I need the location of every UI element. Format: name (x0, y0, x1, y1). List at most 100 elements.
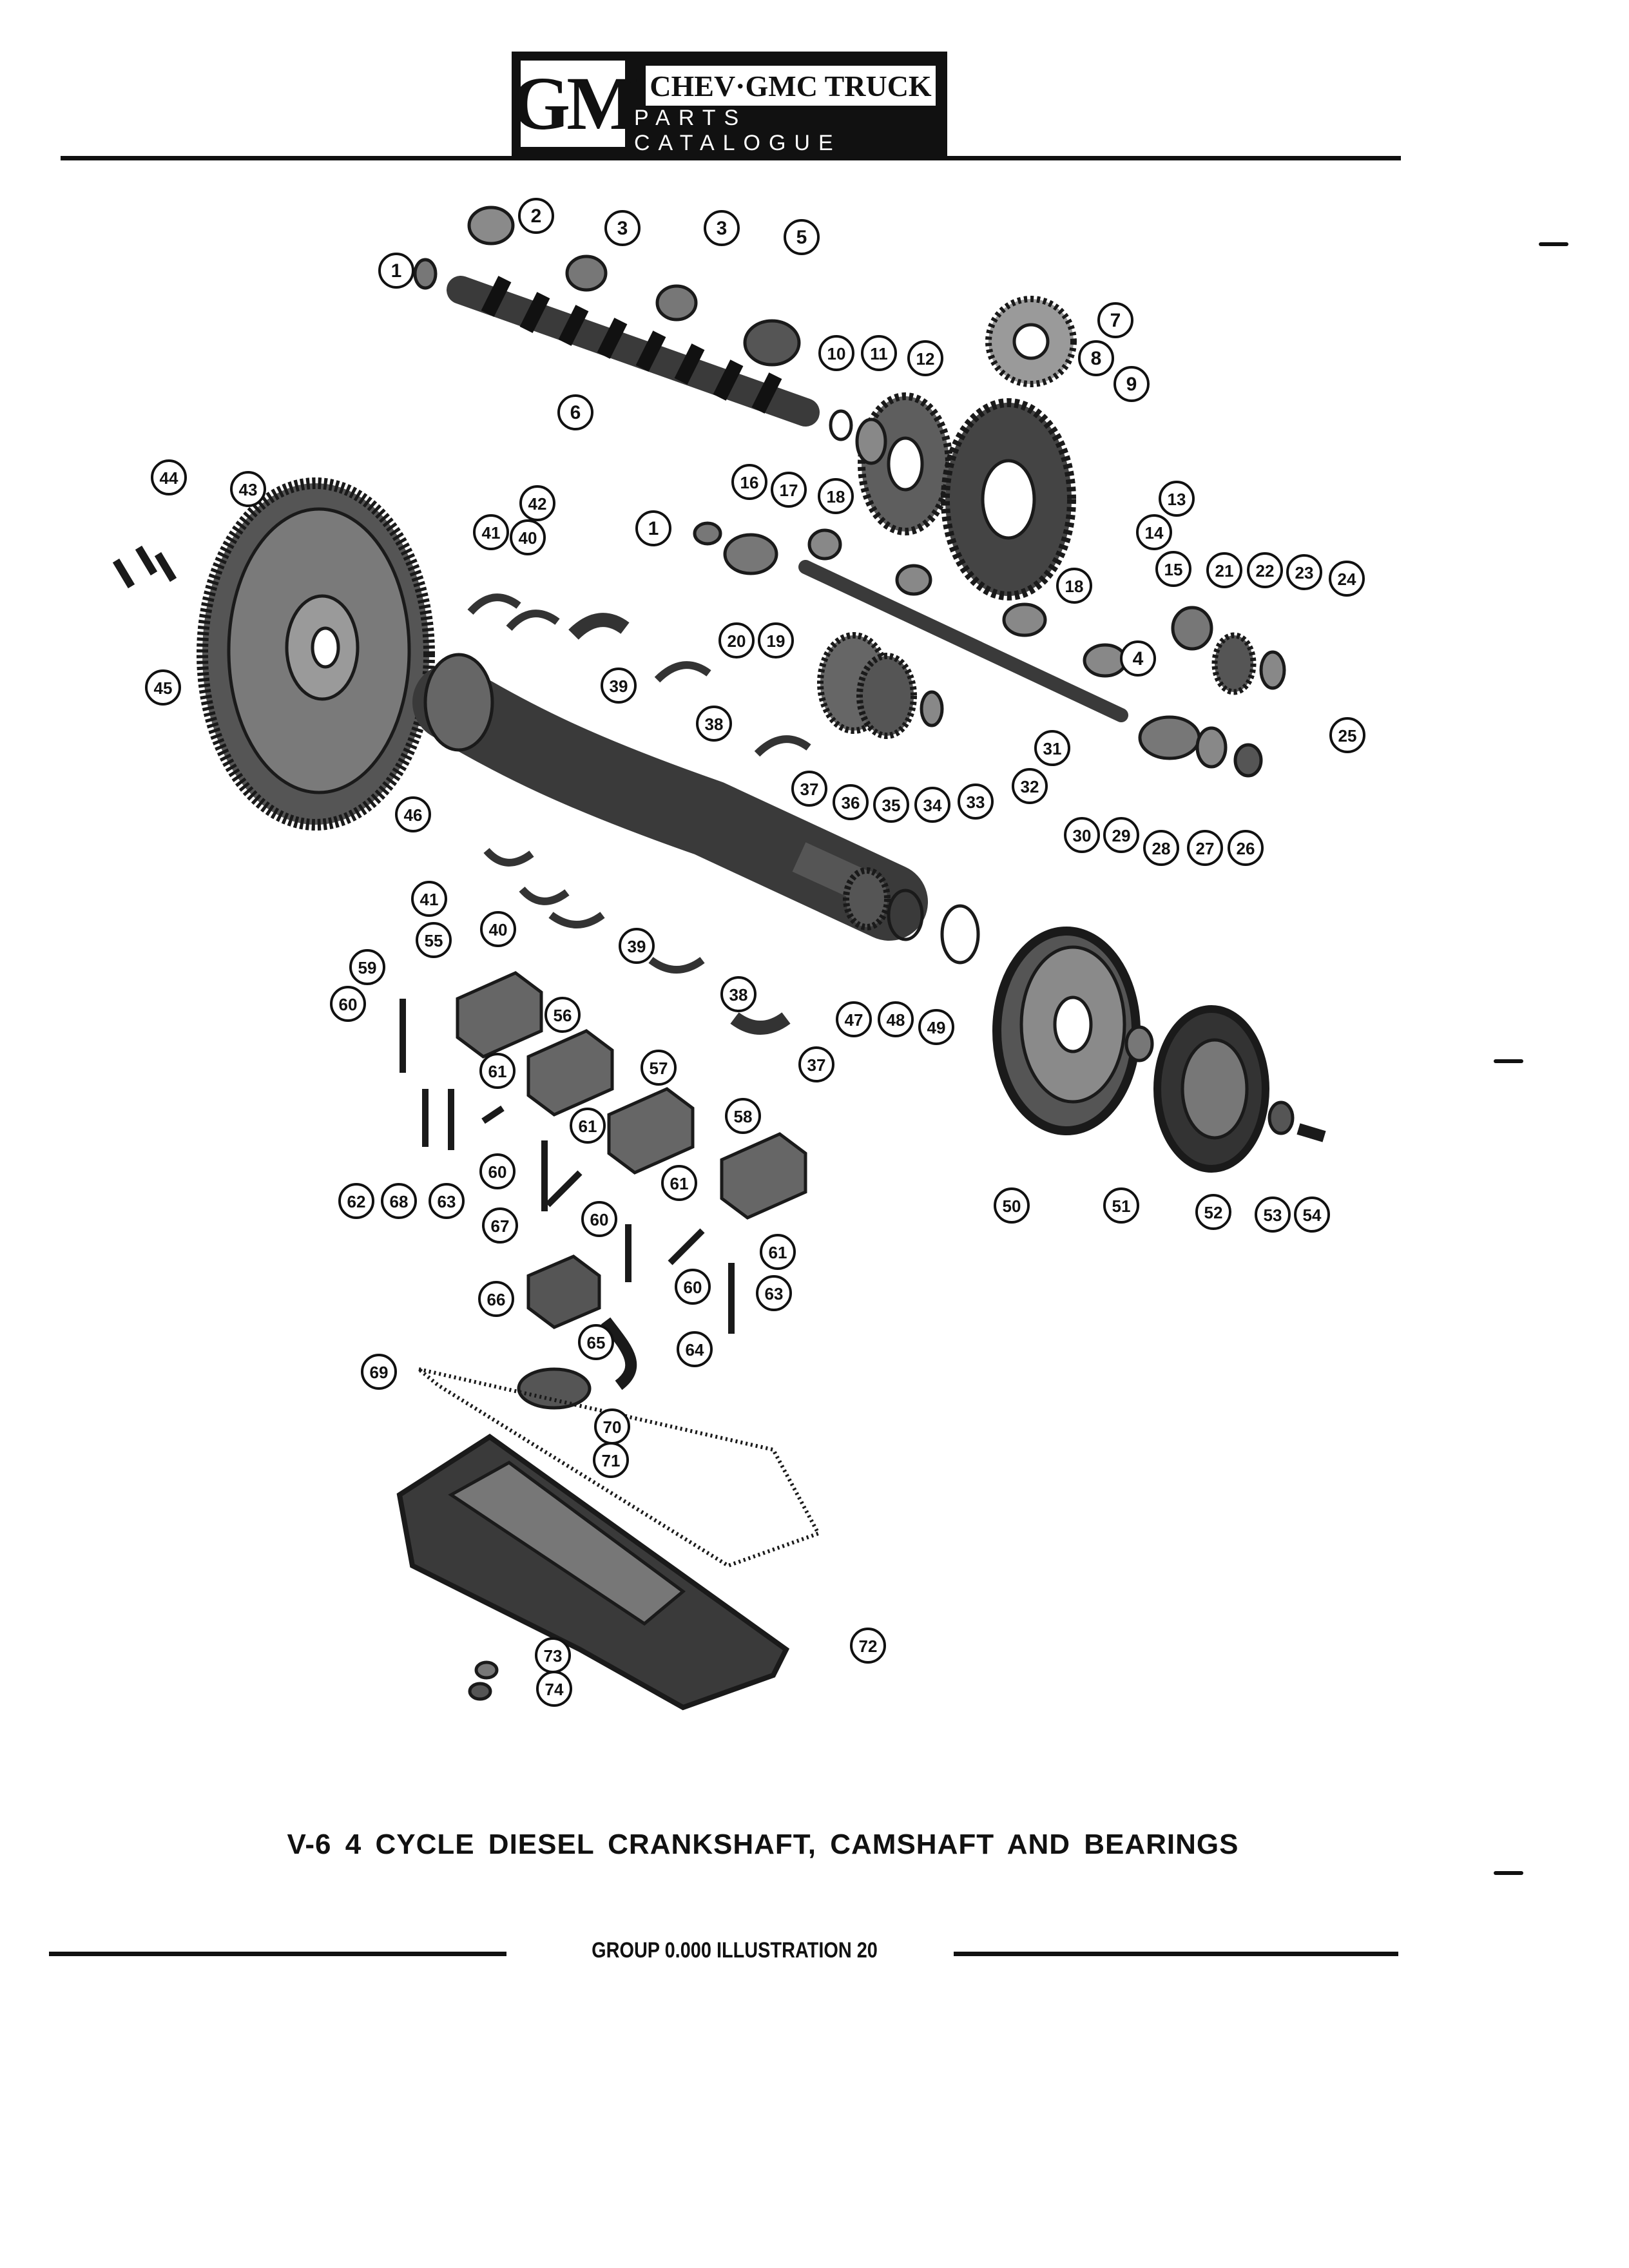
part-number: 20 (728, 631, 746, 651)
part-number: 35 (882, 796, 901, 815)
part-number: 38 (729, 985, 748, 1004)
part-number: 40 (519, 528, 537, 548)
part-number: 34 (923, 796, 942, 815)
part-callout-53: 53 (1255, 1196, 1291, 1233)
part-number: 42 (528, 494, 547, 514)
part-number: 63 (765, 1284, 784, 1303)
part-number: 61 (488, 1062, 507, 1081)
part-callout-29: 29 (1103, 817, 1139, 853)
part-callout-60: 60 (581, 1201, 617, 1237)
part-callout-55: 55 (416, 922, 452, 958)
part-callout-42: 42 (519, 485, 555, 521)
logo-text-block: CHEV·GMC TRUCK PARTS CATALOGUE (634, 52, 947, 156)
part-number: 66 (487, 1290, 506, 1309)
part-number: 69 (370, 1363, 389, 1382)
part-number: 41 (420, 890, 439, 909)
part-number: 31 (1043, 739, 1062, 758)
part-callout-56: 56 (545, 997, 581, 1033)
part-number: 58 (734, 1107, 753, 1126)
part-callout-3: 3 (704, 210, 740, 246)
part-number: 40 (489, 920, 508, 939)
part-number: 60 (590, 1210, 609, 1229)
part-callout-38: 38 (696, 706, 732, 742)
punch-mark (1494, 1059, 1523, 1063)
part-number: 2 (531, 206, 542, 227)
part-callout-61: 61 (760, 1234, 796, 1270)
part-number: 8 (1091, 348, 1102, 369)
part-number: 22 (1256, 561, 1275, 581)
oil-pan-gasket-drawing (418, 1367, 822, 1568)
part-callout-35: 35 (873, 787, 909, 823)
part-callout-65: 65 (578, 1324, 614, 1360)
part-callout-61: 61 (661, 1165, 697, 1201)
part-number: 30 (1073, 826, 1092, 845)
part-callout-54: 54 (1294, 1196, 1330, 1233)
part-number: 50 (1003, 1196, 1021, 1216)
part-number: 62 (347, 1192, 366, 1211)
part-callout-2: 2 (518, 198, 554, 234)
part-callout-67: 67 (482, 1207, 518, 1244)
illustration-reference: GROUP 0.000 ILLUSTRATION 20 (592, 1938, 878, 1963)
part-callout-40: 40 (510, 519, 546, 555)
bearing-caps-drawing (456, 971, 807, 1220)
part-number: 27 (1196, 839, 1215, 858)
camshaft-drawing (413, 206, 820, 427)
part-callout-63: 63 (429, 1183, 465, 1219)
part-number: 54 (1303, 1206, 1322, 1225)
part-callout-72: 72 (850, 1628, 886, 1664)
footer-rule-right (954, 1952, 1398, 1956)
gm-logo: GM CHEV·GMC TRUCK PARTS CATALOGUE (511, 52, 947, 156)
part-callout-37: 37 (791, 771, 827, 807)
part-number: 32 (1021, 777, 1039, 796)
bearing-shells-drawing (467, 593, 811, 1035)
part-number: 60 (339, 995, 358, 1014)
part-callout-45: 45 (145, 669, 181, 706)
part-callout-9: 9 (1113, 366, 1150, 402)
part-callout-4: 4 (1120, 640, 1156, 677)
part-number: 7 (1110, 310, 1121, 331)
part-number: 26 (1237, 839, 1255, 858)
part-callout-38: 38 (720, 976, 757, 1012)
part-callout-21: 21 (1206, 552, 1242, 588)
part-callout-63: 63 (756, 1275, 792, 1311)
part-number: 29 (1112, 826, 1131, 845)
timing-gears-drawing (829, 296, 1077, 601)
part-number: 4 (1133, 648, 1144, 669)
part-callout-39: 39 (619, 928, 655, 964)
part-callout-18: 18 (818, 478, 854, 514)
part-number: 60 (684, 1278, 702, 1297)
part-callout-20: 20 (718, 622, 755, 658)
part-number: 67 (491, 1216, 510, 1236)
part-number: 17 (780, 481, 798, 500)
part-callout-31: 31 (1034, 730, 1070, 766)
part-number: 44 (160, 468, 178, 488)
part-number: 60 (488, 1162, 507, 1182)
part-callout-52: 52 (1195, 1194, 1231, 1230)
part-number: 37 (800, 780, 819, 799)
part-callout-71: 71 (593, 1442, 629, 1478)
part-callout-57: 57 (641, 1050, 677, 1086)
part-callout-41: 41 (411, 881, 447, 917)
part-callout-18: 18 (1056, 568, 1092, 604)
part-number: 33 (967, 793, 985, 812)
part-number: 36 (842, 793, 860, 812)
part-callout-49: 49 (918, 1009, 954, 1045)
logo-mark: GM (511, 52, 639, 156)
part-callout-60: 60 (479, 1153, 516, 1189)
part-callout-19: 19 (758, 622, 794, 658)
part-callout-37: 37 (798, 1046, 834, 1082)
part-callout-46: 46 (395, 796, 431, 832)
part-number: 24 (1338, 570, 1356, 589)
part-callout-73: 73 (535, 1637, 571, 1673)
part-number: 43 (239, 480, 258, 499)
footer-rule-left (49, 1952, 506, 1956)
part-number: 56 (554, 1006, 572, 1025)
bolts-drawing (400, 999, 735, 1334)
part-callout-6: 6 (557, 394, 593, 430)
part-callout-33: 33 (958, 783, 994, 820)
part-callout-34: 34 (914, 787, 950, 823)
part-callout-8: 8 (1078, 340, 1114, 376)
part-callout-12: 12 (907, 340, 943, 376)
oil-pan-drawing (396, 1434, 790, 1711)
part-number: 59 (358, 958, 377, 977)
